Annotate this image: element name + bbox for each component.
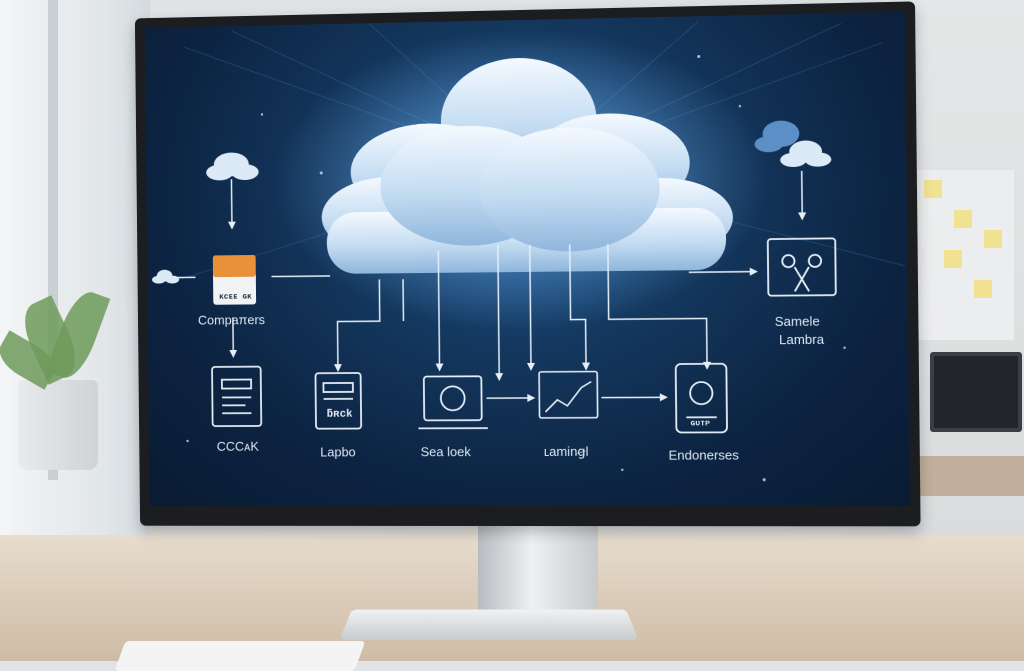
cccuk-label: CCCᴀK <box>217 439 259 454</box>
cloud-icon <box>152 270 179 284</box>
companies-label: Compaπers <box>198 312 265 327</box>
cloud-icon <box>206 152 259 180</box>
sticky-note <box>984 230 1002 248</box>
cloud-architecture-diagram <box>145 12 910 506</box>
monitor-screen: ᴋᴄᴇᴇ ɢᴋ Compaπers CCCᴀK ƃʀck Lapbo Sea l… <box>145 12 910 506</box>
lapbo-card-text: ƃʀck <box>327 409 353 421</box>
sticky-note <box>944 250 962 268</box>
lambra-label: Lambra <box>779 332 824 348</box>
lamingl-label: ʟaminꞡl <box>544 444 589 460</box>
monitor: ᴋᴄᴇᴇ ɢᴋ Compaπers CCCᴀK ƃʀck Lapbo Sea l… <box>135 1 921 526</box>
plant-pot <box>18 380 98 470</box>
companies-card-text: ᴋᴄᴇᴇ ɢᴋ <box>219 293 252 302</box>
sea-loek-label: Sea loek <box>421 444 471 459</box>
drone-icon <box>768 238 836 295</box>
sticky-note <box>954 210 972 228</box>
endonerses-label: Endonerses <box>668 447 738 462</box>
monitor-icon <box>418 376 488 428</box>
background-monitor <box>930 352 1022 432</box>
sticky-note-board <box>904 170 1014 340</box>
office-window <box>0 0 150 560</box>
sticky-note <box>974 280 992 298</box>
keyboard <box>115 641 366 671</box>
lapbo-label: Lapbo <box>320 444 356 459</box>
sticky-note <box>924 180 942 198</box>
document-icon <box>212 367 261 426</box>
endonerses-card-text: ɢᴜᴛᴘ <box>690 419 710 428</box>
monitor-stand-base <box>340 609 639 640</box>
sanmle-label: Samele <box>775 313 820 329</box>
chart-icon <box>539 372 598 418</box>
